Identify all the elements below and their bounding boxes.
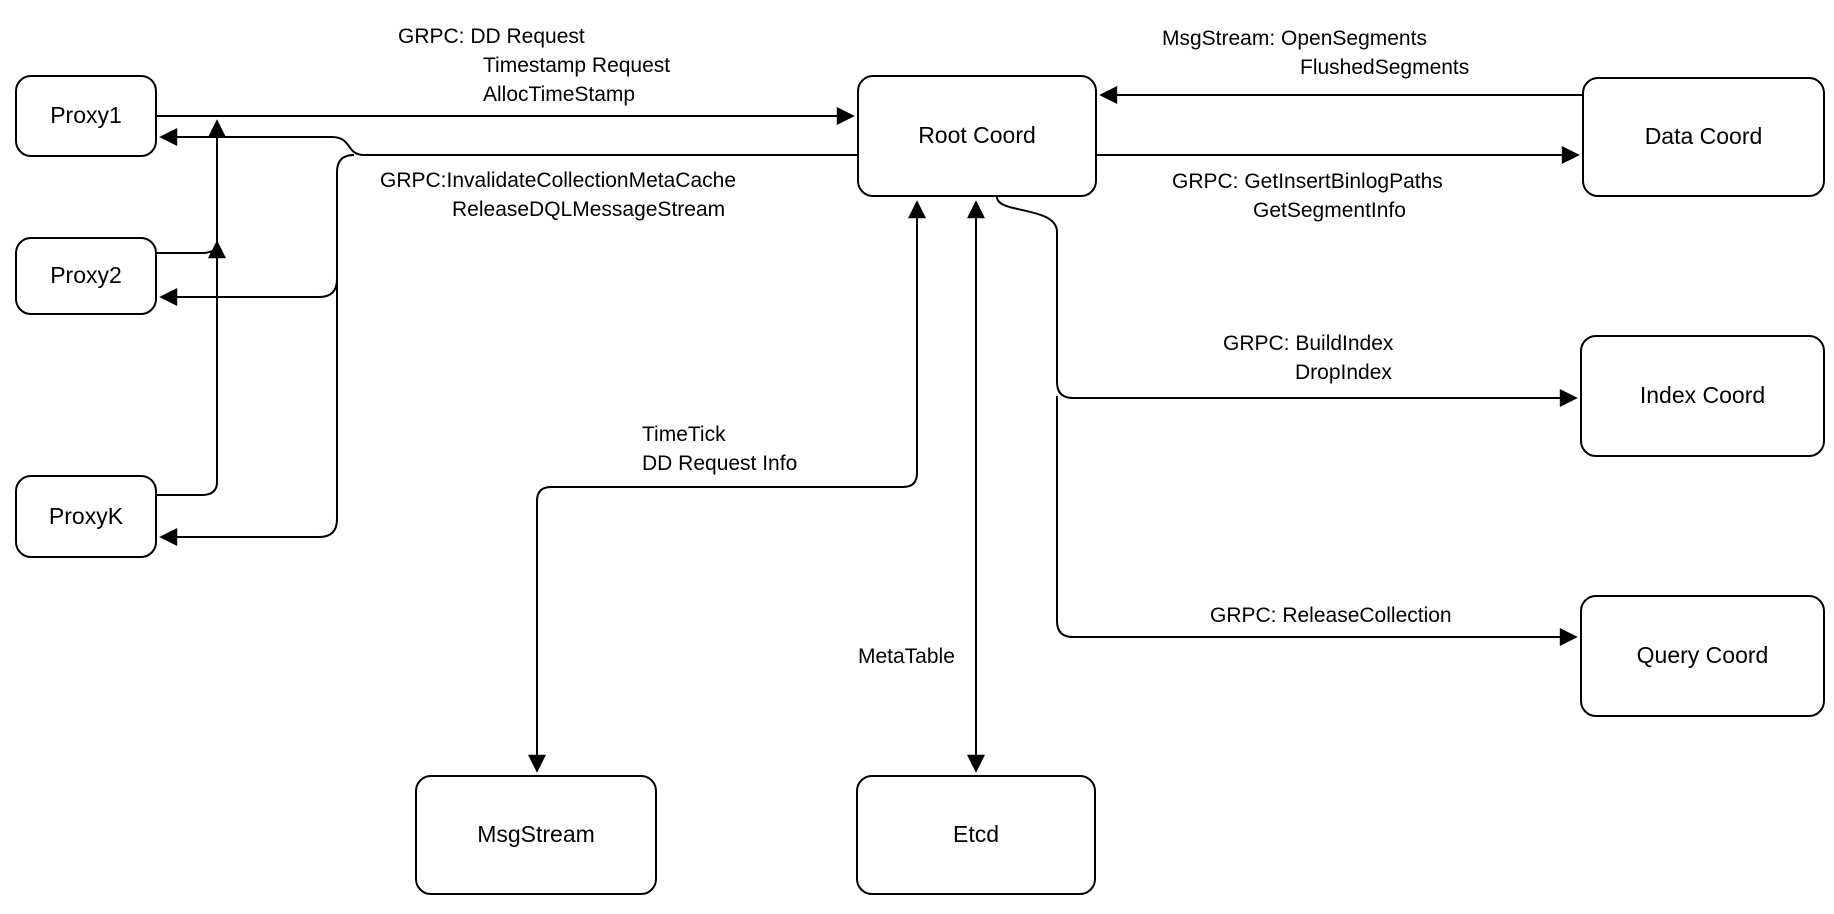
edge-label-line: GetSegmentInfo <box>1253 199 1406 222</box>
edge-label-line: GRPC: GetInsertBinlogPaths <box>1172 170 1443 193</box>
edge-rootcoord-to-proxy1 <box>159 128 857 156</box>
edge-rootcoord-to-querycoord <box>1056 396 1578 646</box>
edge-label-line: GRPC: ReleaseCollection <box>1210 604 1452 627</box>
edge-label-root-etcd: MetaTable <box>858 642 955 671</box>
node-msgstream: MsgStream <box>415 775 657 895</box>
node-index-coord: Index Coord <box>1580 335 1825 457</box>
edge-label-root-to-index: GRPC: BuildIndex DropIndex <box>1223 329 1393 387</box>
node-proxyk-label: ProxyK <box>48 502 124 529</box>
edge-label-root-to-proxies: GRPC:InvalidateCollectionMetaCache Relea… <box>380 166 736 224</box>
edge-label-line: TimeTick <box>642 423 726 446</box>
edge-label-line: DD Request Info <box>642 452 798 475</box>
edge-proxyk-merge-trunk-up <box>157 119 226 496</box>
edge-label-line: AllocTimeStamp <box>483 83 636 106</box>
node-data-coord: Data Coord <box>1582 77 1825 197</box>
edge-proxy2-merge-up <box>157 240 226 259</box>
node-proxy2: Proxy2 <box>15 237 157 315</box>
node-query-coord-label: Query Coord <box>1636 642 1769 669</box>
edge-label-line: DropIndex <box>1295 361 1392 384</box>
edge-label-root-msgstream: TimeTick DD Request Info <box>642 420 797 478</box>
node-root-coord-label: Root Coord <box>918 122 1036 149</box>
edge-rootcoord-msgstream-bidirectional <box>528 200 926 773</box>
node-data-coord-label: Data Coord <box>1644 123 1763 150</box>
edge-label-proxies-to-root: GRPC: DD Request Timestamp Request Alloc… <box>398 22 670 109</box>
node-proxy2-label: Proxy2 <box>50 262 122 289</box>
edge-label-line: MetaTable <box>858 645 955 668</box>
node-etcd: Etcd <box>856 775 1096 895</box>
node-proxy1-label: Proxy1 <box>50 102 122 129</box>
edge-label-root-to-data: GRPC: GetInsertBinlogPaths GetSegmentInf… <box>1172 167 1443 225</box>
node-msgstream-label: MsgStream <box>477 821 595 848</box>
edge-label-line: MsgStream: OpenSegments <box>1162 27 1427 50</box>
edge-rootcoord-trunk-to-proxyk <box>159 154 355 546</box>
node-query-coord: Query Coord <box>1580 595 1825 717</box>
edge-label-line: ReleaseDQLMessageStream <box>452 198 726 221</box>
edge-label-line: FlushedSegments <box>1300 56 1470 79</box>
node-etcd-label: Etcd <box>952 821 1000 848</box>
edge-label-root-to-query: GRPC: ReleaseCollection <box>1210 601 1452 630</box>
node-proxyk: ProxyK <box>15 475 157 558</box>
node-index-coord-label: Index Coord <box>1639 382 1766 409</box>
edge-label-data-to-root: MsgStream: OpenSegments FlushedSegments <box>1162 24 1469 82</box>
edge-label-line: GRPC: BuildIndex <box>1223 332 1394 355</box>
edge-label-line: GRPC:InvalidateCollectionMetaCache <box>380 169 737 192</box>
edge-rootcoord-branch-to-proxy2 <box>159 278 338 306</box>
node-proxy1: Proxy1 <box>15 75 157 157</box>
edge-label-line: GRPC: DD Request <box>398 25 585 48</box>
edge-label-line: Timestamp Request <box>483 54 671 77</box>
node-root-coord: Root Coord <box>857 75 1097 197</box>
edge-rootcoord-to-indexcoord <box>996 196 1578 407</box>
